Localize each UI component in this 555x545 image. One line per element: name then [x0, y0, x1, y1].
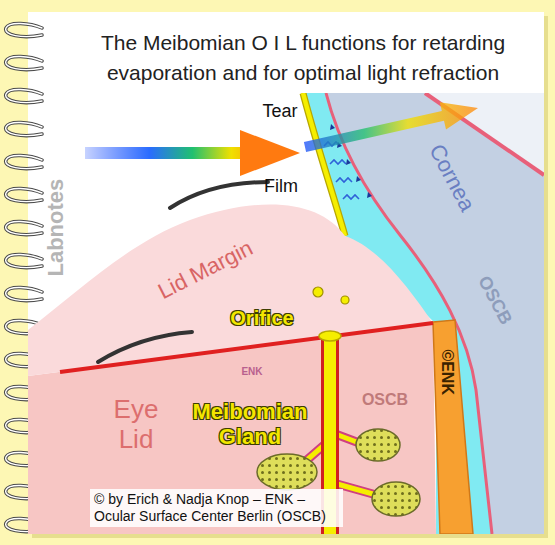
tear-label: Tear: [262, 101, 297, 122]
eyelash: [98, 332, 192, 362]
gland-label: Meibomian Gland: [188, 399, 313, 450]
posterior-lid-strip: [433, 320, 473, 534]
gland-acinus: [257, 454, 317, 490]
watermark: Labnotes: [43, 179, 68, 277]
refracted-ray: [304, 102, 478, 152]
light-ray-head: [240, 130, 300, 176]
red-junction-line: [60, 323, 433, 372]
oil-droplet: [313, 287, 323, 297]
title: The Meibomian O I L functions for retard…: [88, 28, 518, 89]
lid-margin-region: [28, 204, 433, 376]
orifice-label: Orifice: [230, 307, 293, 330]
lid-margin-label: Lid Margin: [153, 235, 256, 304]
gland-acinus: [372, 482, 420, 516]
mucin-zigzags: [324, 142, 359, 199]
oil-droplet: [341, 296, 349, 304]
cornea-label: Cornea: [424, 140, 480, 216]
caption: © by Erich & Nadja Knop – ENK – Ocular S…: [90, 489, 343, 527]
light-ray: [85, 147, 245, 159]
copyright-mark: ENK: [241, 366, 262, 378]
watermark: OSCB: [474, 272, 517, 328]
watermark: OSCB: [362, 391, 408, 409]
eyelid-label: Eye Lid: [105, 395, 167, 455]
copyright-mark: ©ENK: [438, 349, 456, 395]
eyelash: [170, 182, 268, 208]
film-label: Film: [264, 176, 298, 197]
gland-acinus: [356, 429, 400, 461]
paper: [28, 12, 544, 534]
orifice-opening: [319, 331, 341, 341]
eye-section: [28, 93, 544, 534]
